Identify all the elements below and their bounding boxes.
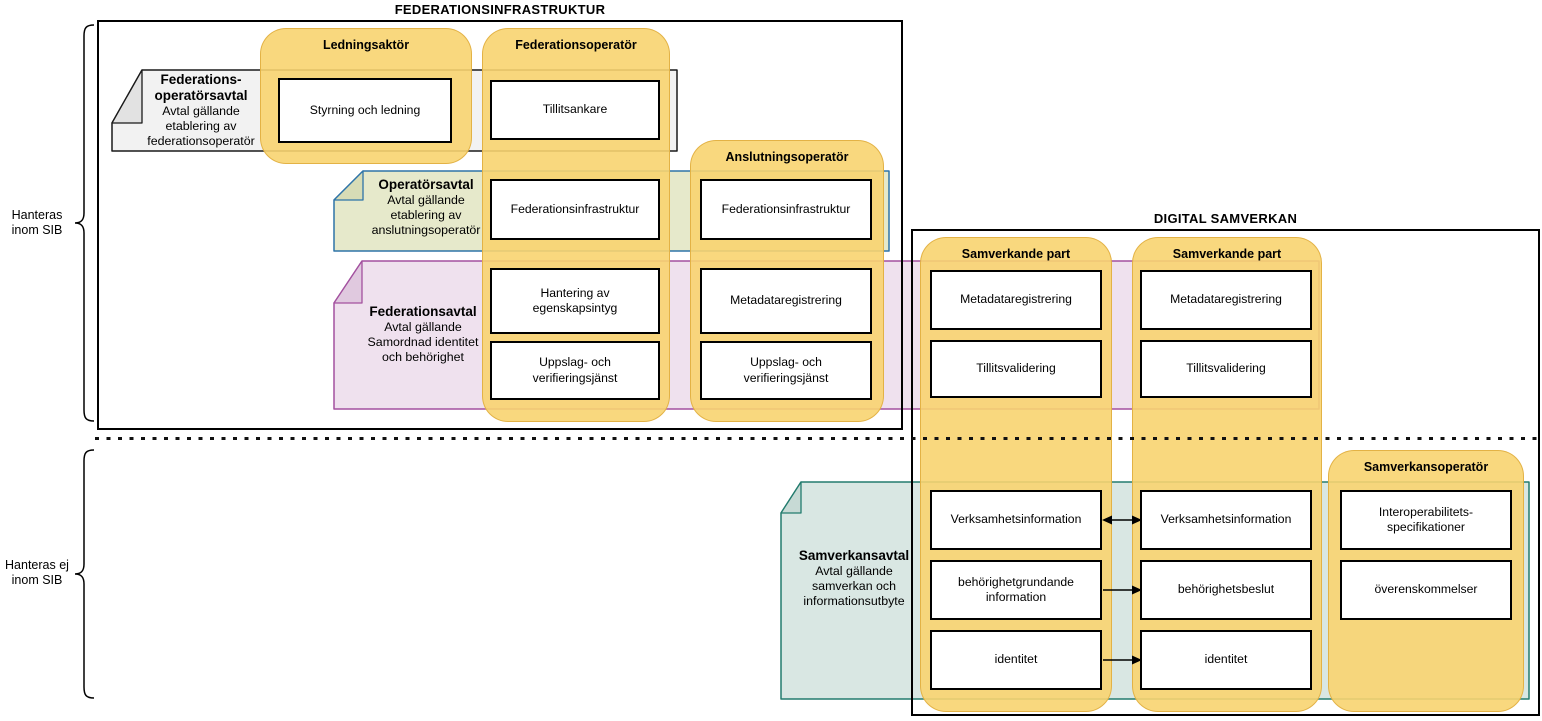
capability-box: Uppslag- och verifieringsjänst: [700, 341, 872, 400]
capability-box: Metadataregistrering: [930, 270, 1102, 330]
actor-header: Federationsoperatör: [515, 38, 637, 52]
label-hanteras-ej-inom-sib: Hanteras ej inom SIB: [5, 558, 69, 587]
capability-box: Metadataregistrering: [700, 268, 872, 334]
capability-box: identitet: [930, 630, 1102, 690]
brace-inom-sib: [74, 24, 95, 422]
capability-box: Styrning och ledning: [278, 78, 452, 143]
actor-header: Samverkansoperatör: [1363, 460, 1489, 474]
capability-box: överenskommelser: [1340, 560, 1512, 620]
arrow-identitet-right: [1103, 655, 1142, 665]
actor-header: Samverkande part: [1172, 247, 1282, 261]
arrow-verksamhetsinformation-both: [1102, 515, 1142, 525]
capability-box: Hantering av egenskapsintyg: [490, 268, 660, 334]
capability-box: Interoperabilitets-specifikationer: [1340, 490, 1512, 550]
agreement-title-block: Federationsavtal Avtal gällande Samordna…: [367, 304, 479, 364]
capability-box: Tillitsankare: [490, 80, 660, 140]
capability-box: Uppslag- och verifieringsjänst: [490, 341, 660, 400]
actor-header: Anslutningsoperatör: [725, 150, 849, 164]
capability-box: behörighetgrundande information: [930, 560, 1102, 620]
capability-box: Metadataregistrering: [1140, 270, 1312, 330]
sib-boundary-dotted-line: [95, 437, 1542, 440]
agreement-title-block: Samverkansavtal Avtal gällande samverkan…: [798, 548, 910, 608]
capability-box: Tillitsvalidering: [1140, 340, 1312, 398]
actor-header: Ledningsaktör: [322, 38, 410, 52]
agreement-title-block: Federations- operatörsavtal Avtal gällan…: [147, 72, 255, 148]
actor-header: Samverkande part: [961, 247, 1071, 261]
capability-box: Tillitsvalidering: [930, 340, 1102, 398]
digital-section-frame: [911, 229, 1540, 716]
brace-ej-inom-sib: [74, 449, 95, 699]
capability-box: Federationsinfrastruktur: [490, 179, 660, 240]
agreement-title-block: Operatörsavtal Avtal gällande etablering…: [371, 177, 481, 237]
exchange-arrows: [1102, 515, 1142, 665]
capability-box: Verksamhetsinformation: [930, 490, 1102, 550]
capability-box: identitet: [1140, 630, 1312, 690]
federation-section-frame: [97, 20, 903, 430]
capability-box: Federationsinfrastruktur: [700, 179, 872, 240]
capability-box: behörighetsbeslut: [1140, 560, 1312, 620]
digital-section-title: DIGITAL SAMVERKAN: [1153, 211, 1298, 226]
capability-box: Verksamhetsinformation: [1140, 490, 1312, 550]
label-hanteras-inom-sib: Hanteras inom SIB: [11, 208, 63, 237]
arrow-behorighet-right: [1103, 585, 1142, 595]
federation-section-title: FEDERATIONSINFRASTRUKTUR: [394, 2, 606, 17]
